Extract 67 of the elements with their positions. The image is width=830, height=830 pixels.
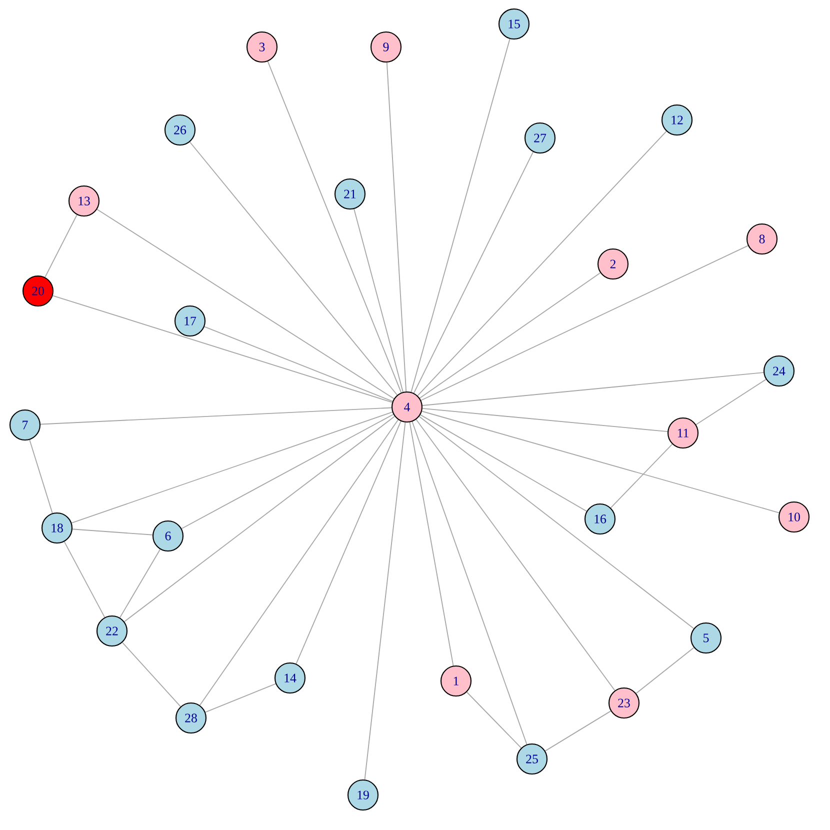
graph-edge — [199, 419, 399, 706]
graph-edge — [409, 422, 454, 666]
graph-edge — [696, 378, 766, 426]
graph-edge — [420, 414, 588, 512]
graph-vertex: 20 — [22, 275, 54, 307]
graph-vertex: 18 — [41, 512, 73, 544]
graph-vertex: 2 — [597, 248, 629, 280]
graph-vertex: 8 — [746, 223, 778, 255]
graph-vertex: 28 — [175, 702, 207, 734]
graph-edge — [72, 528, 153, 536]
graph-edge — [364, 422, 406, 780]
graph-edge — [466, 692, 522, 748]
graph-edge — [416, 419, 616, 691]
graph-vertex: 5 — [690, 622, 722, 654]
graph-edge — [386, 62, 407, 392]
graph-edge — [96, 208, 394, 400]
graph-vertex: 6 — [152, 520, 184, 552]
graph-edge — [204, 326, 394, 402]
graph-edge — [418, 416, 694, 629]
graph-edge — [204, 683, 276, 713]
graph-vertex: 1 — [440, 665, 472, 697]
graph-edge — [71, 412, 393, 524]
graph-edge — [122, 642, 182, 707]
graph-vertex: 23 — [608, 687, 640, 719]
graph-vertex: 12 — [661, 104, 693, 136]
graph-edge — [124, 416, 396, 622]
graph-edge — [422, 372, 764, 406]
graph-vertex: 9 — [370, 31, 402, 63]
graph-vertex: 16 — [584, 503, 616, 535]
graph-edge — [636, 647, 694, 694]
graph-edge — [610, 444, 673, 508]
graph-vertex: 27 — [524, 122, 556, 154]
graph-vertex: 24 — [763, 355, 795, 387]
graph-edge — [296, 420, 402, 664]
graph-edge — [417, 130, 667, 396]
graph-edge — [119, 548, 161, 618]
graph-edge — [64, 541, 106, 618]
graph-edge — [354, 208, 404, 392]
graph-vertex: 21 — [334, 178, 366, 210]
graph-vertex: 26 — [164, 114, 196, 146]
graph-vertex: 19 — [347, 779, 379, 811]
graph-edge — [189, 142, 398, 396]
graph-vertex: 15 — [498, 8, 530, 40]
graph-vertex: 10 — [778, 501, 810, 533]
graph-edge — [267, 60, 402, 394]
graph-vertex: 4 — [391, 391, 423, 423]
graph-edge — [421, 410, 780, 514]
graph-edge — [29, 439, 53, 514]
graph-vertex: 25 — [516, 743, 548, 775]
graph-edge — [412, 421, 528, 745]
graph-edge — [420, 245, 748, 401]
graph-vertex: 3 — [246, 31, 278, 63]
graph-edge — [419, 272, 601, 399]
graph-vertex: 22 — [96, 615, 128, 647]
graph-vertex: 17 — [174, 305, 206, 337]
graph-vertex: 14 — [274, 662, 306, 694]
graph-edge — [413, 151, 534, 394]
graph-edge — [52, 295, 393, 403]
graph-vertex: 7 — [9, 409, 41, 441]
graph-edge — [44, 214, 78, 278]
graph-edge — [544, 710, 612, 752]
graph-edge — [181, 414, 394, 530]
graph-edge — [410, 38, 510, 393]
graph-edge — [422, 408, 668, 432]
graph-vertex: 13 — [68, 185, 100, 217]
graph-vertex: 11 — [667, 417, 699, 449]
graph-edge — [40, 407, 392, 425]
